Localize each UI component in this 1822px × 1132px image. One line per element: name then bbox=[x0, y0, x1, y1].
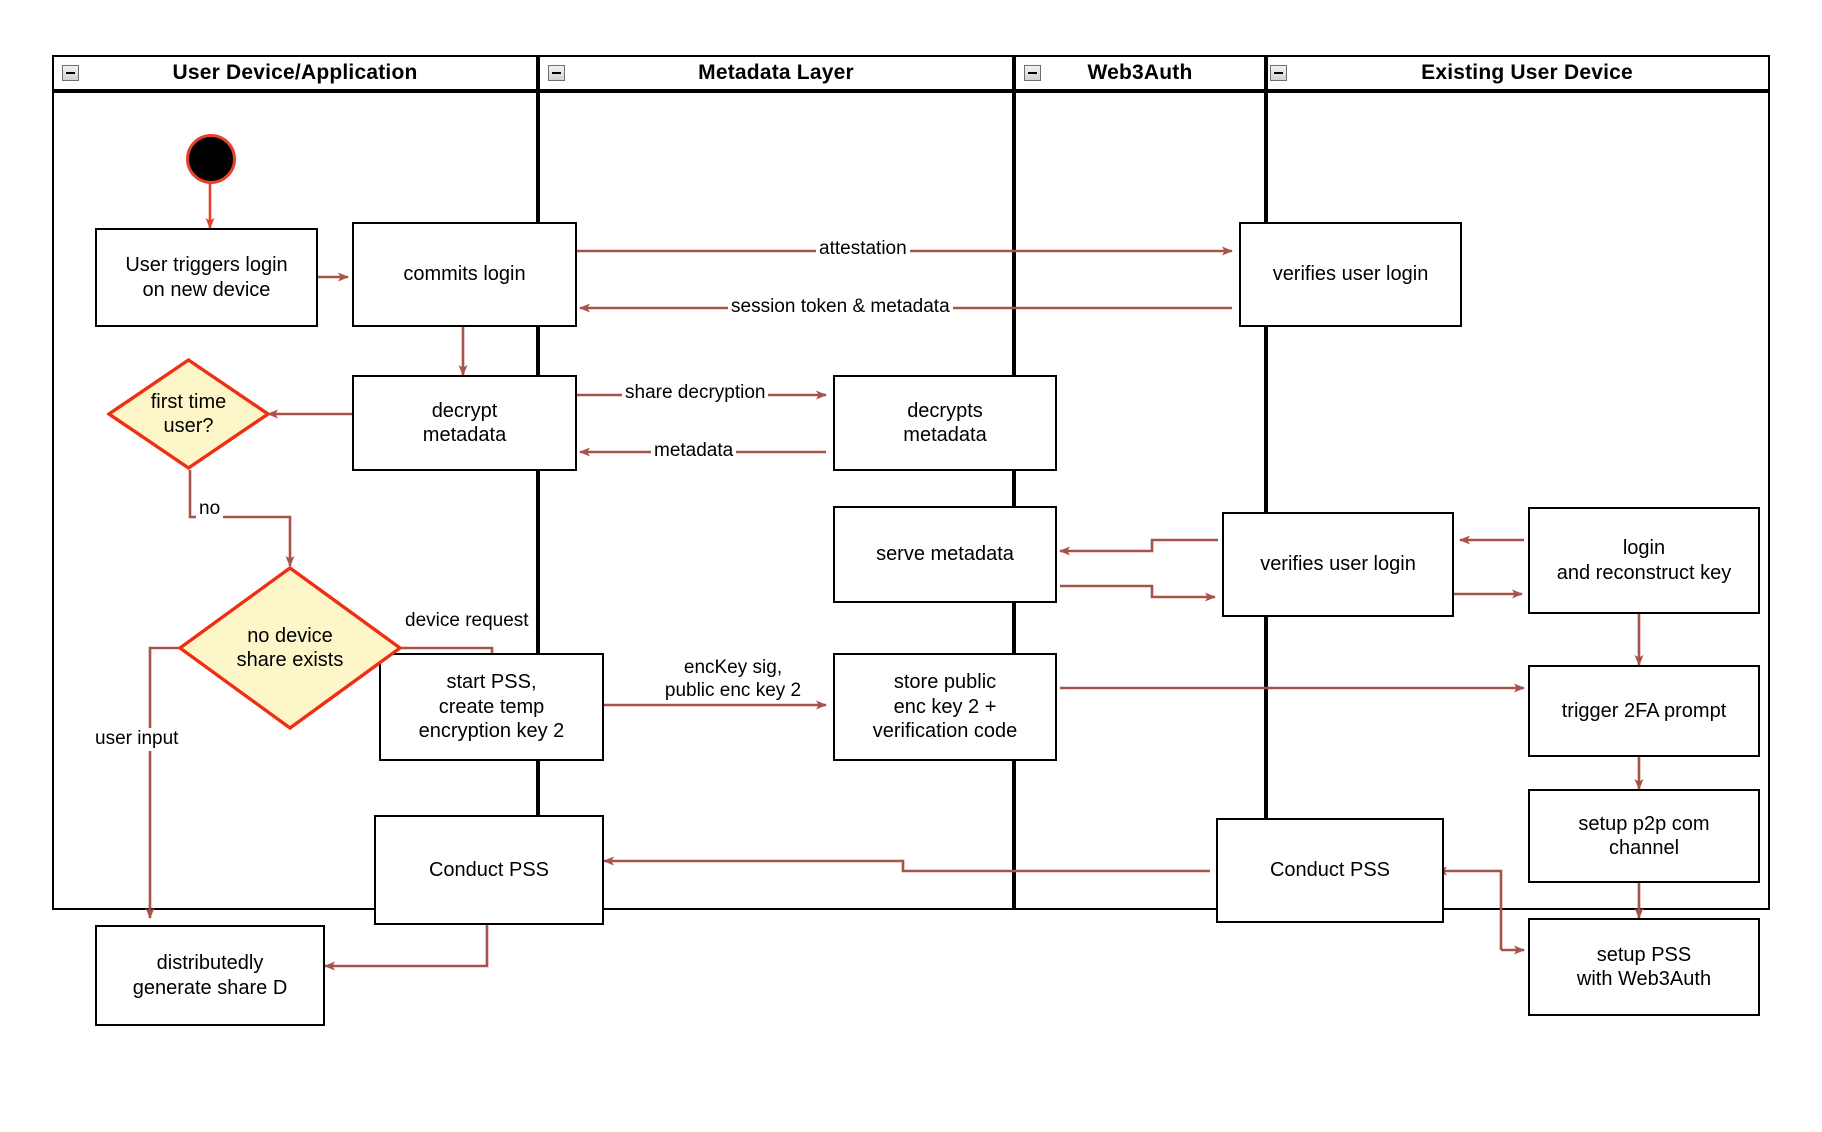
node-trigger-2fa-prompt[interactable]: trigger 2FA prompt bbox=[1528, 665, 1760, 757]
node-verifies-user-login-mid[interactable]: verifies user login bbox=[1222, 512, 1454, 617]
node-distributedly-generate-share-d[interactable]: distributedly generate share D bbox=[95, 925, 325, 1026]
lane-title: Web3Auth bbox=[1087, 61, 1193, 84]
node-decrypt-metadata[interactable]: decrypt metadata bbox=[352, 375, 577, 471]
collapse-minus-icon[interactable] bbox=[1024, 65, 1041, 81]
node-decrypts-metadata[interactable]: decrypts metadata bbox=[833, 375, 1057, 471]
node-start-pss[interactable]: start PSS, create temp encryption key 2 bbox=[379, 653, 604, 761]
node-commits-login[interactable]: commits login bbox=[352, 222, 577, 327]
node-store-public-enc-key[interactable]: store public enc key 2 + verification co… bbox=[833, 653, 1057, 761]
lane-body-user-device bbox=[52, 91, 538, 910]
decision-first-time-user[interactable]: first time user? bbox=[107, 358, 270, 470]
collapse-minus-icon[interactable] bbox=[548, 65, 565, 81]
collapse-minus-icon[interactable] bbox=[62, 65, 79, 81]
node-verifies-user-login-top[interactable]: verifies user login bbox=[1239, 222, 1462, 327]
initial-node bbox=[186, 134, 236, 184]
node-setup-p2p-com-channel[interactable]: setup p2p com channel bbox=[1528, 789, 1760, 883]
lane-body-web3auth bbox=[1014, 91, 1266, 910]
node-login-and-reconstruct-key[interactable]: login and reconstruct key bbox=[1528, 507, 1760, 614]
lane-body-metadata bbox=[538, 91, 1014, 910]
lane-header-web3auth[interactable]: Web3Auth bbox=[1014, 55, 1266, 91]
diamond-shape bbox=[107, 358, 270, 470]
node-setup-pss-with-web3auth[interactable]: setup PSS with Web3Auth bbox=[1528, 918, 1760, 1016]
node-conduct-pss-user[interactable]: Conduct PSS bbox=[374, 815, 604, 925]
node-serve-metadata[interactable]: serve metadata bbox=[833, 506, 1057, 603]
diamond-shape bbox=[178, 566, 402, 730]
decision-no-device-share-exists[interactable]: no device share exists bbox=[178, 566, 402, 730]
lane-title: User Device/Application bbox=[172, 61, 418, 84]
collapse-minus-icon[interactable] bbox=[1270, 65, 1287, 81]
lane-header-user-device[interactable]: User Device/Application bbox=[52, 55, 538, 91]
lane-title: Metadata Layer bbox=[698, 61, 854, 84]
lane-header-metadata[interactable]: Metadata Layer bbox=[538, 55, 1014, 91]
lane-title: Existing User Device bbox=[1421, 61, 1633, 84]
node-conduct-pss-web3auth[interactable]: Conduct PSS bbox=[1216, 818, 1444, 923]
lane-header-existing-device[interactable]: Existing User Device bbox=[1266, 55, 1770, 91]
node-user-triggers-login[interactable]: User triggers login on new device bbox=[95, 228, 318, 327]
lane-body-existing-device bbox=[1266, 91, 1770, 910]
